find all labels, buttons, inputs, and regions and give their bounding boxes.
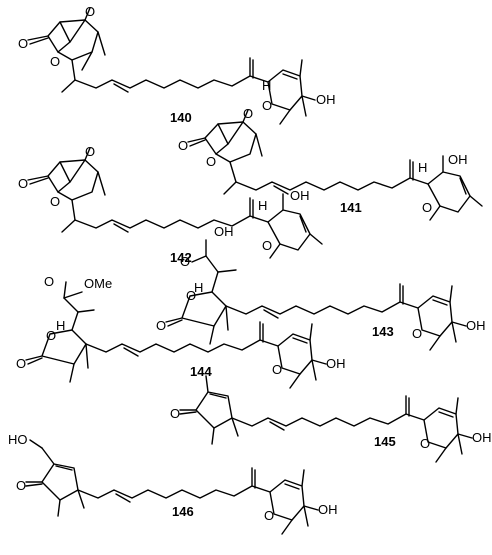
- atom-label: O: [85, 4, 95, 19]
- compound-number: 141: [340, 200, 362, 215]
- atom-label: O: [50, 194, 60, 209]
- atom-label: O: [412, 326, 422, 341]
- atom-label: O: [264, 508, 274, 523]
- atom-label: O: [85, 144, 95, 159]
- compound-number: 145: [374, 434, 396, 449]
- compound-140: O O O H O OH 140: [18, 4, 336, 125]
- atom-label: O: [186, 288, 196, 303]
- atom-label: O: [16, 478, 26, 493]
- compound-146: HO O O OH 146: [8, 432, 338, 535]
- compound-number: 140: [170, 110, 192, 125]
- atom-label: O: [206, 154, 216, 169]
- compound-143: OH O O H O O OH 143: [156, 224, 486, 351]
- atom-label: O: [44, 274, 54, 289]
- atom-label: OH: [466, 318, 486, 333]
- atom-label: O: [178, 138, 188, 153]
- atom-label: OH: [214, 224, 234, 239]
- atom-label: O: [46, 328, 56, 343]
- compound-145: O O OH 145: [170, 375, 492, 463]
- atom-label: O: [243, 106, 253, 121]
- atom-label: O: [272, 362, 282, 377]
- atom-label: O: [18, 176, 28, 191]
- atom-label: OH: [472, 430, 492, 445]
- compound-number: 143: [372, 324, 394, 339]
- atom-label: O: [422, 200, 432, 215]
- compound-number: 144: [190, 364, 212, 379]
- atom-label: OH: [318, 502, 338, 517]
- atom-label: H: [262, 78, 271, 93]
- compound-number: 142: [170, 250, 192, 265]
- atom-label: HO: [8, 432, 28, 447]
- atom-label: O: [170, 406, 180, 421]
- atom-label: H: [418, 160, 427, 175]
- compound-number: 146: [172, 504, 194, 519]
- atom-label: O: [262, 98, 272, 113]
- atom-label: O: [18, 36, 28, 51]
- atom-label: OMe: [84, 276, 112, 291]
- atom-label: H: [194, 280, 203, 295]
- atom-label: O: [180, 254, 190, 269]
- atom-label: H: [56, 318, 65, 333]
- atom-label: H: [258, 198, 267, 213]
- atom-label: OH: [316, 92, 336, 107]
- atom-label: OH: [448, 152, 468, 167]
- atom-label: O: [420, 436, 430, 451]
- atom-label: OH: [290, 188, 310, 203]
- compound-142: O O O H OH O 142: [18, 144, 323, 265]
- atom-label: O: [262, 238, 272, 253]
- compound-144: OMe O O H O O OH 144: [16, 274, 346, 389]
- atom-label: O: [156, 318, 166, 333]
- atom-label: OH: [326, 356, 346, 371]
- atom-label: O: [50, 54, 60, 69]
- atom-label: O: [16, 356, 26, 371]
- compound-141: O O O H OH O 141: [178, 106, 483, 221]
